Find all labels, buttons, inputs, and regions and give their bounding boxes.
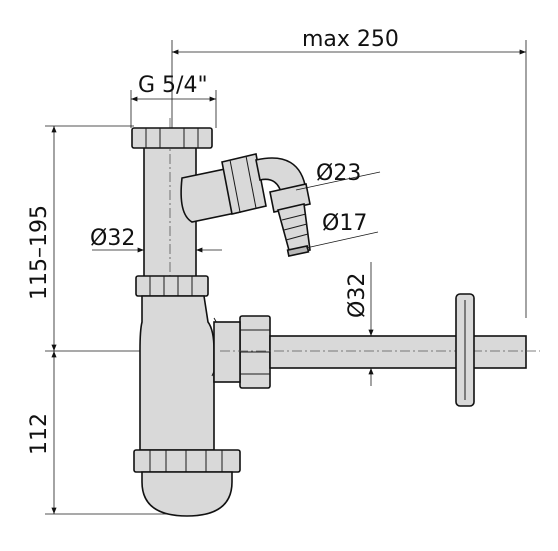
siphon-body [133, 295, 241, 517]
dimension-height-range: 115–195 [27, 125, 240, 352]
lower-height-label: 112 [27, 413, 52, 455]
max-length-label: max 250 [302, 27, 399, 52]
dimension-vertical-pipe: Ø32 [90, 226, 222, 253]
hose-large-label: Ø23 [316, 161, 361, 186]
horizontal-pipe-label: Ø32 [345, 273, 370, 318]
dimension-lower-height: 112 [27, 351, 185, 515]
vertical-inlet-pipe [131, 118, 213, 350]
dimension-thread: G 5/4" [130, 73, 217, 128]
dimension-hose-small: Ø17 [305, 211, 379, 249]
dimension-hose-large: Ø23 [295, 161, 381, 191]
dimension-max-length: max 250 [171, 27, 527, 318]
height-range-label: 115–195 [27, 205, 52, 300]
hose-small-label: Ø17 [322, 211, 367, 236]
thread-label: G 5/4" [138, 73, 208, 98]
vertical-pipe-label: Ø32 [90, 226, 135, 251]
hose-connector [180, 153, 311, 257]
horizontal-outlet-pipe [213, 293, 540, 407]
dimension-horizontal-pipe: Ø32 [345, 262, 374, 386]
